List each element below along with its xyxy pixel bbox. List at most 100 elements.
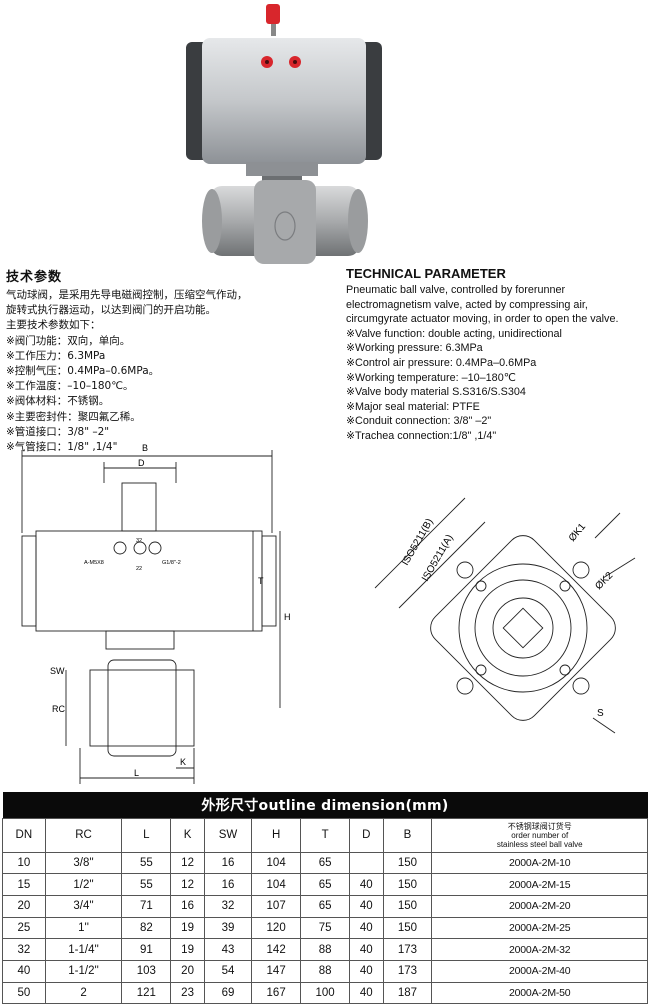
label-d: D [138,458,145,468]
en-line: circumgyrate actuator moving, in order t… [346,313,619,326]
cell: 1/2'' [44,873,123,896]
cell: 40 [349,981,384,1005]
label-s: S [597,708,604,719]
en-line: ※Major seal material: PTFE [346,400,480,413]
cell: 1-1/2'' [44,959,123,983]
label-k1: ØK1 [567,521,589,544]
table-row: 40 1-1/2'' 103 20 54 147 88 40 173 2000A… [2,959,648,983]
cell: 40 [349,959,384,983]
cell: 19 [170,916,205,940]
cell: 173 [382,938,433,961]
header-h: H [251,817,302,853]
cell: 54 [203,959,253,983]
cell: 15 [2,873,46,896]
cell: 1'' [44,916,123,940]
cell [349,851,384,875]
cell: 150 [382,894,433,918]
label-port-c: 32 [136,538,142,544]
en-line: ※Valve body material S.S316/S.S304 [346,386,526,399]
cell: 43 [203,938,253,961]
header-k: K [170,817,205,853]
cn-line: 主要技术参数如下： [6,319,101,332]
cell: 65 [300,851,351,875]
cell: 40 [349,916,384,940]
label-rc: RC [52,704,65,714]
cell: 12 [170,851,205,875]
en-line: ※Valve function: double acting, unidirec… [346,327,562,340]
cell: 16 [203,851,253,875]
en-title: TECHNICAL PARAMETER [346,266,506,281]
table-row: 10 3/8'' 55 12 16 104 65 150 2000A-2M-10 [2,851,648,875]
cell: 75 [300,916,351,940]
cell: 150 [382,851,433,875]
cn-title: 技术参数 [6,270,63,285]
cell: 142 [251,938,302,961]
table-row: 32 1-1/4'' 91 19 43 142 88 40 173 2000A-… [2,938,648,961]
cell: 91 [121,938,172,961]
cell-order-number: 2000A-2M-10 [431,851,648,875]
table-row: 20 3/4'' 71 16 32 107 65 40 150 2000A-2M… [2,894,648,918]
label-l: L [134,768,139,778]
cell: 120 [251,916,302,940]
label-sw: SW [50,666,65,676]
en-line: ※Conduit connection: 3/8" –2" [346,415,492,428]
cell: 16 [170,894,205,918]
table-header-row: DN RC L K SW H T D B 不锈钢球阀订货号 order numb… [2,817,648,853]
cell: 104 [251,873,302,896]
cell-order-number: 2000A-2M-25 [431,916,648,940]
cell: 16 [203,873,253,896]
header-d: D [349,817,384,853]
cell: 3/8'' [44,851,123,875]
cell: 20 [170,959,205,983]
cell: 107 [251,894,302,918]
cn-line: ※工作温度：–10–180℃。 [6,380,134,393]
header-dn: DN [2,817,46,853]
cell: 2 [44,981,123,1005]
cell: 23 [170,981,205,1005]
label-k2: ØK2 [593,570,615,592]
cn-line: ※阀体材料：不锈钢。 [6,395,110,408]
cell-order-number: 2000A-2M-20 [431,894,648,918]
cell: 1-1/4'' [44,938,123,961]
order-header-en-1: order number of [511,830,569,840]
label-k: K [180,757,186,767]
cell: 82 [121,916,172,940]
table-row: 50 2 121 23 69 167 100 40 187 2000A-2M-5… [2,981,648,1005]
table-row: 15 1/2'' 55 12 16 104 65 40 150 2000A-2M… [2,873,648,896]
header-rc: RC [44,817,123,853]
en-line: Pneumatic ball valve, controlled by fore… [346,284,566,296]
cn-line: ※阀门功能：双向，单向。 [6,334,131,347]
header-sw: SW [203,817,253,853]
header-t: T [300,817,351,853]
cell: 25 [2,916,46,940]
cn-spec-block: 技术参数 气动球阀，是采用先导电磁阀控制，压缩空气作动， 旋转式执行器运动，以达… [6,266,336,455]
cn-line: ※管道接口：3/8" –2" [6,425,110,438]
en-line: ※Working temperature: –10–180℃ [346,371,516,384]
order-header-en-2: stainless steel ball valve [496,839,583,849]
cell: 121 [121,981,172,1005]
cn-line: 旋转式执行器运动，以达到阀门的开启功能。 [6,304,216,317]
cell: 50 [2,981,46,1005]
cell-order-number: 2000A-2M-32 [431,938,648,961]
en-line: ※Control air pressure: 0.4MPa–0.6MPa [346,356,537,369]
table-caption: 外形尺寸outline dimension(mm) [2,792,648,818]
cell: 32 [2,938,46,961]
cell: 20 [2,894,46,918]
cell: 55 [121,851,172,875]
cn-line: ※工作压力：6.3MPa [6,349,106,362]
cell: 103 [121,959,172,983]
cell: 88 [300,959,351,983]
cell: 104 [251,851,302,875]
cell: 40 [2,959,46,983]
cell-order-number: 2000A-2M-50 [431,981,648,1005]
en-line: ※Working pressure: 6.3MPa [346,342,483,355]
header-b: B [382,817,433,853]
cell: 40 [349,894,384,918]
en-line: electromagnetism valve, acted by compres… [346,298,588,311]
cell: 19 [170,938,205,961]
cn-line: 气动球阀，是采用先导电磁阀控制，压缩空气作动， [6,289,248,301]
cell: 150 [382,873,433,896]
header-order-number: 不锈钢球阀订货号 order number of stainless steel… [431,817,648,853]
cn-line: ※控制气压：0.4MPa–0.6MPa。 [6,365,160,378]
dimension-table: 外形尺寸outline dimension(mm) DN RC L K SW H… [2,792,648,1005]
